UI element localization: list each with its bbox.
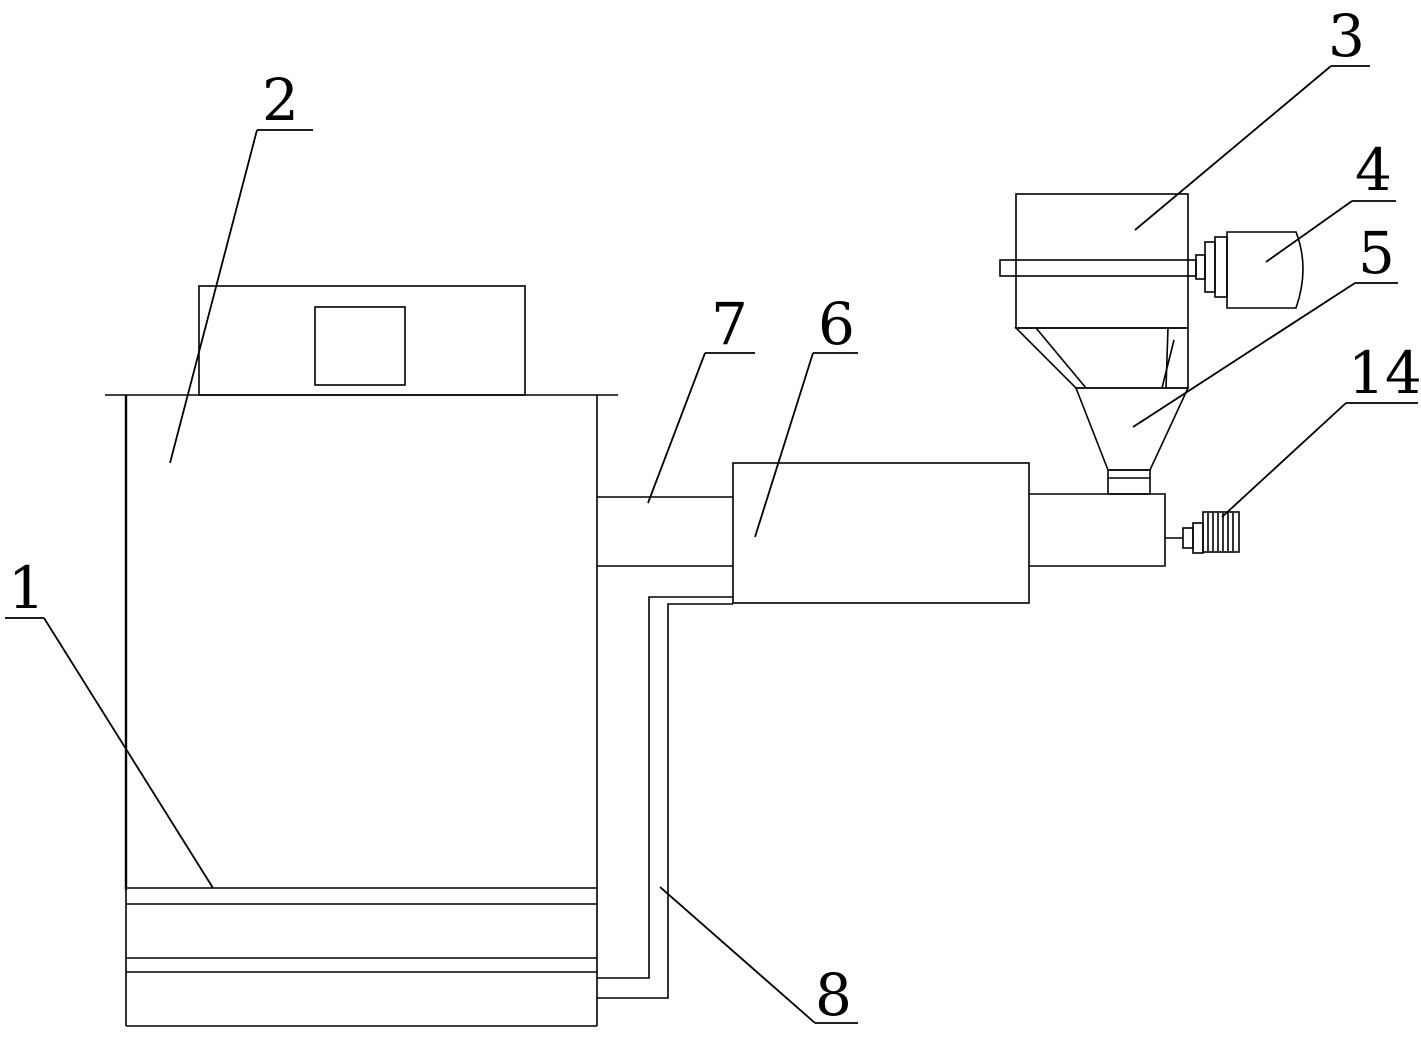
leader-7	[647, 352, 706, 504]
motor-fins	[1207, 513, 1234, 551]
main-tank	[105, 394, 618, 1027]
label-7: 7	[711, 290, 748, 358]
leader-14	[1221, 402, 1347, 518]
label-2: 2	[262, 66, 299, 134]
mixing-housing	[732, 462, 1166, 604]
leader-lines	[5, 65, 1418, 1024]
leader-2	[169, 129, 258, 464]
leader-8	[659, 886, 816, 1024]
label-5: 5	[1358, 219, 1395, 287]
feed-funnel	[1014, 327, 1190, 495]
label-1: 1	[8, 554, 45, 622]
leader-3	[1134, 65, 1332, 231]
label-3: 3	[1328, 2, 1365, 70]
label-6: 6	[818, 290, 855, 358]
label-14: 14	[1348, 339, 1421, 407]
part-labels: 2 1 7 6 3 4 5 14 8	[8, 2, 1421, 1029]
small-motor	[1165, 511, 1240, 554]
leader-4	[1265, 200, 1353, 263]
leader-1	[43, 617, 214, 889]
tank-base-plates	[126, 887, 597, 973]
tank-top-cover	[198, 285, 526, 396]
return-pipe	[597, 596, 733, 999]
leader-6	[754, 352, 814, 538]
label-4: 4	[1355, 136, 1392, 204]
label-8: 8	[815, 961, 852, 1029]
upper-pipe	[597, 496, 733, 567]
drive-motor	[1195, 231, 1304, 309]
leader-5	[1132, 282, 1356, 428]
hopper-box	[999, 193, 1197, 329]
